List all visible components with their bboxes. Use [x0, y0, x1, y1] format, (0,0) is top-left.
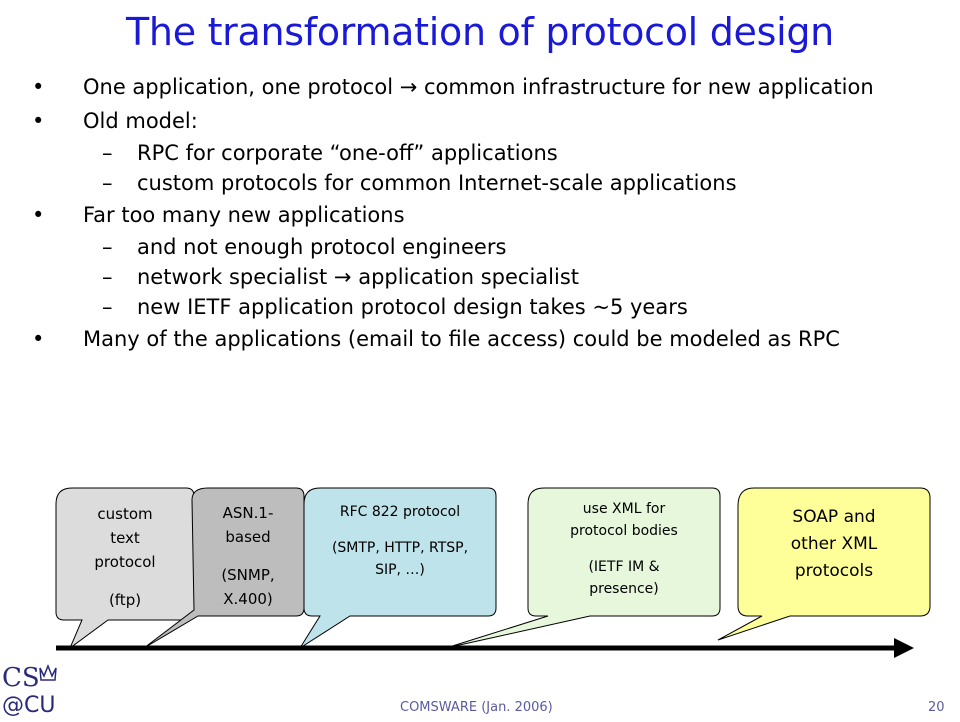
bullet-text: Old model: — [83, 109, 198, 133]
callout-text: text — [110, 529, 140, 547]
dash-marker: – — [102, 265, 113, 289]
bullet-3: • Far too many new applications — [30, 204, 940, 226]
callout-text: SOAP and — [792, 507, 875, 527]
bullet-text: application specialist — [351, 265, 580, 289]
dash-marker: – — [102, 235, 113, 259]
bullet-text: One application, one protocol — [83, 75, 400, 99]
bullet-dot: • — [32, 203, 45, 227]
callout-xml-bodies — [445, 487, 721, 649]
logo-cu-text: @CU — [2, 693, 55, 718]
bullet-text: network specialist — [137, 265, 334, 289]
cs-columbia-logo: CS @CU — [2, 662, 62, 718]
callout-text: (IETF IM & — [588, 559, 659, 575]
callout-text: use XML for — [583, 501, 666, 517]
bullet-text: Far too many new applications — [83, 203, 405, 227]
sub-bullet-1: – RPC for corporate “one-off” applicatio… — [30, 142, 940, 164]
bullet-dot: • — [32, 75, 45, 99]
callout-text: ASN.1- — [223, 504, 274, 522]
bullet-list: • One application, one protocol → common… — [30, 76, 940, 362]
callout-text: presence) — [589, 581, 659, 597]
sub-bullet-3: – and not enough protocol engineers — [30, 236, 940, 258]
bullet-text: custom protocols for common Internet-sca… — [137, 171, 737, 195]
bullet-2: • Old model: — [30, 110, 940, 132]
callout-text: SIP, …) — [375, 562, 425, 578]
callout-text: X.400) — [223, 590, 273, 608]
bullet-dot: • — [32, 327, 45, 351]
logo-cs-text: CS — [2, 663, 40, 693]
arrow-icon: → — [399, 75, 418, 99]
bullet-text: common infrastructure for new applicatio… — [417, 75, 874, 99]
slide-title: The transformation of protocol design — [126, 10, 834, 54]
callout-text: custom — [97, 505, 152, 523]
dash-marker: – — [102, 171, 113, 195]
callout-text: based — [225, 528, 270, 546]
callout-asn1 — [143, 487, 305, 649]
crown-logo-icon: CS @CU — [2, 663, 57, 718]
bullet-text: Many of the applications (email to file … — [83, 327, 840, 351]
callout-text: other XML — [791, 534, 878, 554]
dash-marker: – — [102, 141, 113, 165]
callout-text: (SNMP, — [221, 566, 274, 584]
footer-text: COMSWARE (Jan. 2006) — [400, 700, 553, 715]
page-number: 20 — [928, 700, 945, 715]
bullet-4: • Many of the applications (email to fil… — [30, 328, 940, 350]
callout-rfc822 — [299, 487, 497, 649]
callout-text: RFC 822 protocol — [340, 504, 460, 520]
callout-text: protocol bodies — [570, 523, 678, 539]
callout-text: (SMTP, HTTP, RTSP, — [332, 540, 468, 556]
callout-custom-text — [55, 487, 195, 650]
bullet-dot: • — [32, 109, 45, 133]
sub-bullet-4: – network specialist → application speci… — [30, 266, 940, 288]
sub-bullet-5: – new IETF application protocol design t… — [30, 296, 940, 318]
dash-marker: – — [102, 295, 113, 319]
callout-text: protocols — [795, 561, 873, 581]
bullet-1: • One application, one protocol → common… — [30, 76, 940, 98]
bullet-text: RPC for corporate “one-off” applications — [137, 141, 558, 165]
bullet-text: new IETF application protocol design tak… — [137, 295, 688, 319]
callout-text: (ftp) — [109, 591, 141, 609]
timeline-arrowhead-icon — [894, 638, 914, 658]
bullet-text: and not enough protocol engineers — [137, 235, 507, 259]
callout-text: protocol — [94, 553, 155, 571]
callout-soap — [717, 487, 931, 641]
sub-bullet-2: – custom protocols for common Internet-s… — [30, 172, 940, 194]
arrow-icon: → — [333, 265, 352, 289]
